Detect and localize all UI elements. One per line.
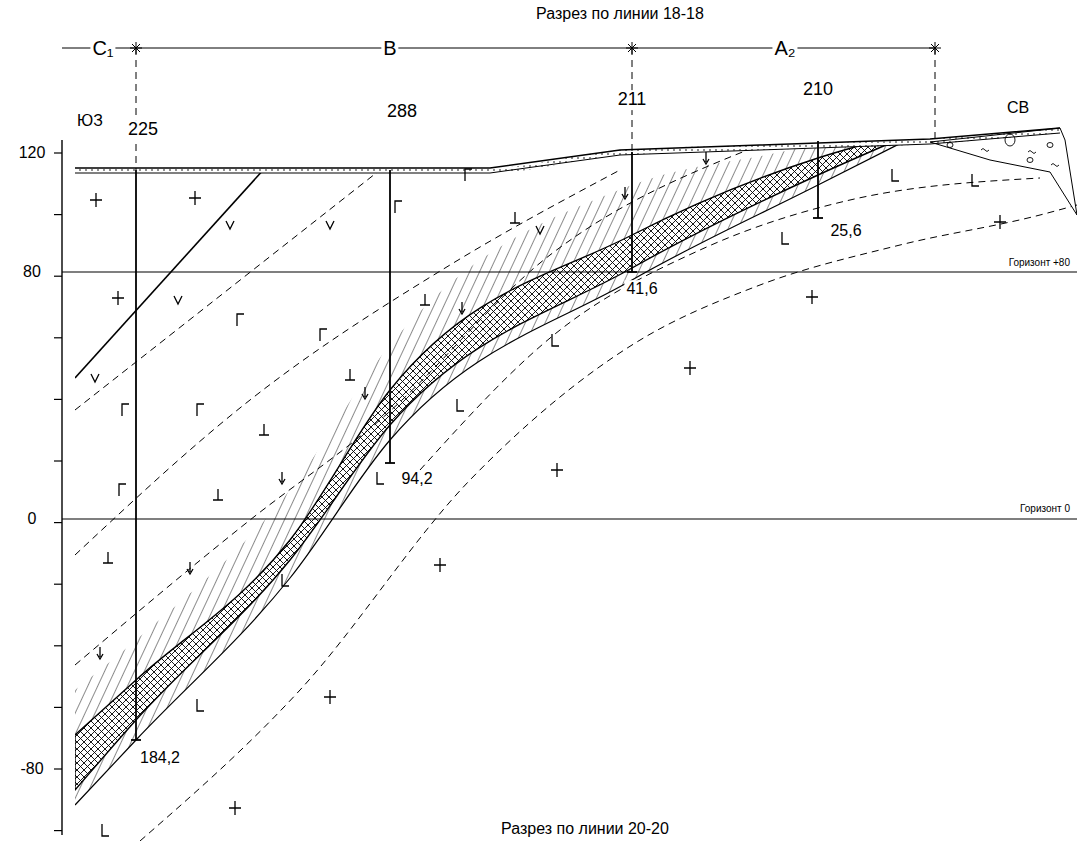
rock-symbol (320, 329, 327, 341)
elevation-value: 0 (26, 510, 39, 528)
rock-symbol (420, 294, 430, 305)
direction-label: СВ (1005, 99, 1031, 117)
rock-symbol (122, 404, 129, 416)
contact-line (140, 205, 1077, 841)
rock-symbol (806, 290, 818, 304)
borehole-number: 210 (801, 80, 835, 100)
rock-symbol (282, 574, 289, 586)
horizon-label: Горизонт 0 (1018, 503, 1072, 514)
rock-symbol (892, 169, 899, 181)
rock-symbol (324, 690, 336, 704)
horizon-line (62, 518, 1077, 519)
section-title: Разрез по линии 18-18 (534, 5, 706, 23)
rock-symbol (459, 302, 465, 314)
rock-symbol (703, 152, 709, 164)
rock-symbol (377, 472, 384, 484)
ore-body (75, 140, 895, 790)
rock-symbol (197, 699, 204, 711)
borehole-number: 225 (126, 120, 160, 140)
borehole-number: 211 (616, 90, 649, 110)
elevation-value: 80 (21, 263, 43, 281)
rock-symbol (259, 424, 269, 435)
lower-halo (75, 141, 905, 805)
rock-symbol (457, 399, 464, 411)
rock-symbol (551, 463, 563, 477)
category-label: С₁ (90, 37, 115, 59)
rock-symbol (103, 552, 113, 563)
rock-symbol (229, 801, 241, 815)
borehole (135, 170, 137, 740)
rock-symbol (684, 361, 696, 375)
depth-value: 41,6 (624, 280, 659, 298)
rock-symbol (102, 824, 109, 836)
rock-symbol (362, 387, 368, 399)
horizon-label: Горизонт +80 (1007, 257, 1072, 268)
contact-line (75, 170, 380, 410)
rock-symbol (465, 169, 472, 181)
rock-symbol (187, 562, 193, 574)
category-label: В (381, 37, 398, 59)
rock-symbol (112, 291, 124, 305)
rock-symbol (189, 191, 201, 205)
rock-symbol (510, 212, 520, 223)
category-label: А₂ (772, 37, 797, 59)
depth-value: 94,2 (399, 470, 434, 488)
contact-line (75, 145, 760, 665)
rock-symbol (90, 193, 102, 207)
rock-symbol (434, 558, 446, 572)
section-title: Разрез по линии 20-20 (499, 820, 671, 838)
rock-symbol (326, 221, 334, 229)
rock-symbol (622, 187, 628, 199)
category-bar (62, 48, 935, 49)
rock-symbol (536, 226, 544, 234)
rock-symbol (197, 404, 204, 416)
rock-symbol (782, 232, 789, 244)
horizon-line (62, 271, 1077, 272)
rock-symbol (395, 201, 402, 213)
rock-symbol (279, 472, 285, 484)
rock-symbol (972, 174, 979, 186)
rock-symbol (345, 369, 355, 380)
dike-contact (75, 168, 265, 378)
rock-symbol (119, 484, 126, 496)
borehole-number: 288 (385, 102, 419, 122)
contact-line (75, 170, 620, 555)
rock-symbol (226, 221, 234, 229)
rock-symbol (91, 374, 99, 382)
elevation-value: 120 (17, 144, 48, 162)
rock-symbol (174, 296, 182, 304)
rock-symbol (237, 314, 244, 326)
direction-label: ЮЗ (75, 112, 105, 130)
elevation-axis (61, 140, 62, 835)
borehole (817, 141, 819, 218)
borehole (389, 170, 391, 463)
rock-symbol (213, 489, 223, 500)
rock-symbol (994, 215, 1006, 229)
depth-value: 184,2 (138, 749, 182, 767)
borehole (631, 152, 633, 272)
contact-line (420, 178, 1040, 470)
elevation-value: -80 (18, 760, 45, 778)
depth-value: 25,6 (828, 222, 863, 240)
rock-symbol (552, 334, 559, 346)
rock-symbol (97, 647, 103, 659)
